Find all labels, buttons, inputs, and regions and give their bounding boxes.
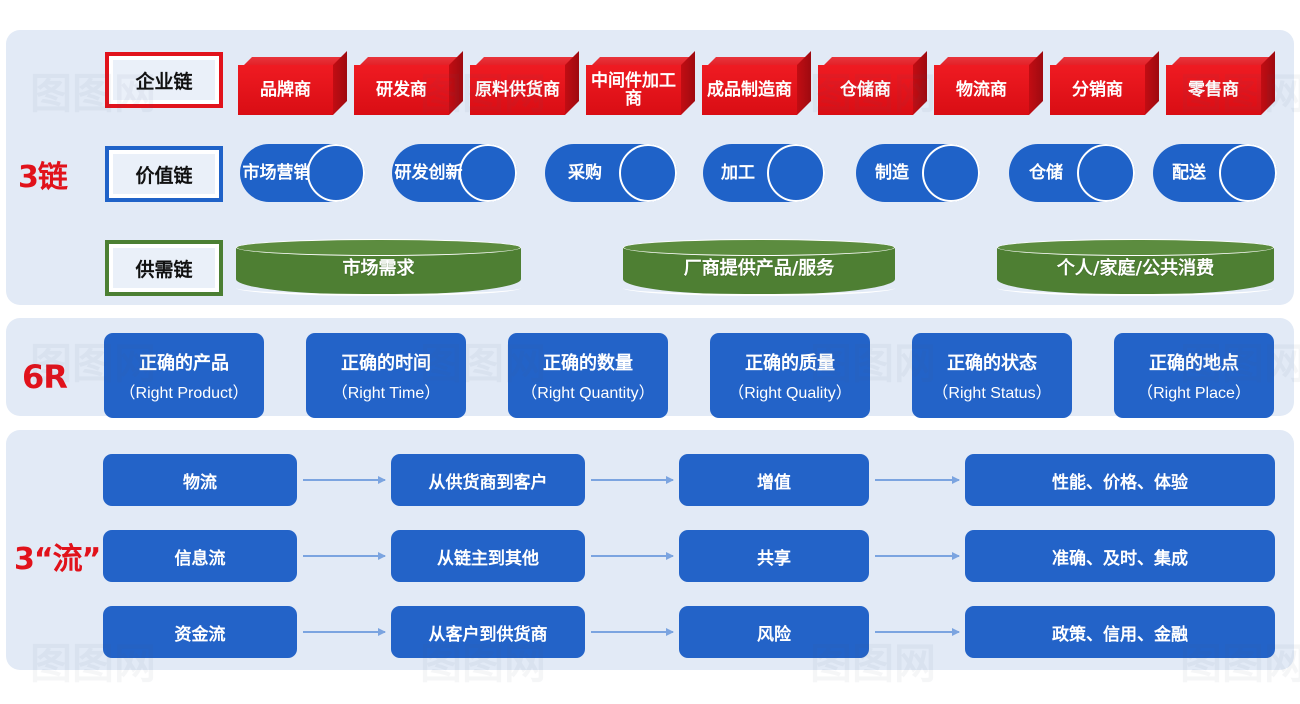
flow-row-2-name[interactable]: 信息流 bbox=[103, 530, 297, 582]
six-r-card-quantity[interactable]: 正确的数量 （Right Quantity） bbox=[508, 333, 668, 418]
chain-label-supply: 供需链 bbox=[105, 240, 223, 296]
cylinder-cap bbox=[1077, 144, 1135, 202]
value-node-label: 加工 bbox=[721, 162, 755, 183]
disk-base bbox=[236, 280, 521, 296]
flow-arrow-2-1 bbox=[303, 551, 386, 560]
supply-node-market-demand[interactable]: 市场需求 bbox=[236, 239, 521, 296]
six-r-card-quality[interactable]: 正确的质量 （Right Quality） bbox=[710, 333, 870, 418]
flow-arrow-1-2 bbox=[591, 475, 674, 484]
six-r-card-cn: 正确的状态 bbox=[947, 352, 1037, 374]
box-front-face: 成品制造商 bbox=[702, 65, 797, 115]
value-node-label: 研发创新 bbox=[394, 162, 463, 183]
box-front-face: 物流商 bbox=[934, 65, 1029, 115]
flow-row-1-outcome[interactable]: 性能、价格、体验 bbox=[965, 454, 1275, 506]
disk-base bbox=[623, 280, 895, 296]
flow-row-2-value[interactable]: 共享 bbox=[679, 530, 869, 582]
section-label-three-chains: 3链 bbox=[18, 160, 68, 195]
value-node-label: 制造 bbox=[875, 162, 909, 183]
value-node-storage[interactable]: 仓储 bbox=[1009, 144, 1135, 202]
supply-node-label: 个人/家庭/公共消费 bbox=[1056, 258, 1215, 279]
enterprise-node-logistics[interactable]: 物流商 bbox=[934, 51, 1043, 115]
flow-row-1-path[interactable]: 从供货商到客户 bbox=[391, 454, 585, 506]
enterprise-node-retailer[interactable]: 零售商 bbox=[1166, 51, 1275, 115]
section-label-six-r: 6R bbox=[22, 358, 68, 396]
six-r-card-cn: 正确的质量 bbox=[745, 352, 835, 374]
supply-node-label: 市场需求 bbox=[342, 258, 415, 279]
box-front-face: 零售商 bbox=[1166, 65, 1261, 115]
value-node-manufacturing[interactable]: 制造 bbox=[856, 144, 980, 202]
box-front-face: 研发商 bbox=[354, 65, 449, 115]
box-front-face: 分销商 bbox=[1050, 65, 1145, 115]
flow-row-3-outcome[interactable]: 政策、信用、金融 bbox=[965, 606, 1275, 658]
value-node-procurement[interactable]: 采购 bbox=[545, 144, 677, 202]
value-node-rd-innovation[interactable]: 研发创新 bbox=[392, 144, 517, 202]
flow-row-3-path[interactable]: 从客户到供货商 bbox=[391, 606, 585, 658]
six-r-card-cn: 正确的数量 bbox=[543, 352, 633, 374]
chain-label-value: 价值链 bbox=[105, 146, 223, 202]
cylinder-cap bbox=[307, 144, 365, 202]
flow-row-2-outcome[interactable]: 准确、及时、集成 bbox=[965, 530, 1275, 582]
flow-arrow-1-3 bbox=[875, 475, 960, 484]
six-r-card-cn: 正确的产品 bbox=[139, 352, 229, 374]
enterprise-node-warehousing[interactable]: 仓储商 bbox=[818, 51, 927, 115]
six-r-card-en: （Right Quality） bbox=[728, 384, 852, 402]
chain-label-enterprise: 企业链 bbox=[105, 52, 223, 108]
value-node-delivery[interactable]: 配送 bbox=[1153, 144, 1277, 202]
supply-node-consumption[interactable]: 个人/家庭/公共消费 bbox=[997, 239, 1274, 296]
six-r-card-status[interactable]: 正确的状态 （Right Status） bbox=[912, 333, 1072, 418]
flow-arrow-2-3 bbox=[875, 551, 960, 560]
disk-lid bbox=[236, 239, 521, 256]
value-node-marketing[interactable]: 市场营销 bbox=[240, 144, 365, 202]
value-node-label: 仓储 bbox=[1029, 162, 1063, 183]
flow-arrow-3-2 bbox=[591, 627, 674, 636]
box-front-face: 品牌商 bbox=[238, 65, 333, 115]
cylinder-cap bbox=[1219, 144, 1277, 202]
six-r-card-en: （Right Quantity） bbox=[521, 384, 655, 402]
flow-row-1-value[interactable]: 增值 bbox=[679, 454, 869, 506]
enterprise-node-intermediate-processor[interactable]: 中间件加工商 bbox=[586, 51, 695, 115]
six-r-card-en: （Right Time） bbox=[331, 384, 441, 402]
disk-base bbox=[997, 280, 1274, 296]
flow-row-3-name[interactable]: 资金流 bbox=[103, 606, 297, 658]
enterprise-node-rd[interactable]: 研发商 bbox=[354, 51, 463, 115]
six-r-card-en: （Right Product） bbox=[119, 384, 249, 402]
six-r-card-en: （Right Status） bbox=[932, 384, 1052, 402]
six-r-card-time[interactable]: 正确的时间 （Right Time） bbox=[306, 333, 466, 418]
section-label-three-flows: 3“流” bbox=[14, 542, 101, 577]
value-node-label: 采购 bbox=[568, 162, 602, 183]
flow-arrow-1-1 bbox=[303, 475, 386, 484]
enterprise-node-finished-manufacturer[interactable]: 成品制造商 bbox=[702, 51, 811, 115]
disk-lid bbox=[623, 239, 895, 256]
supply-node-label: 厂商提供产品/服务 bbox=[683, 258, 835, 279]
six-r-card-cn: 正确的地点 bbox=[1149, 352, 1239, 374]
flow-arrow-3-1 bbox=[303, 627, 386, 636]
six-r-card-place[interactable]: 正确的地点 （Right Place） bbox=[1114, 333, 1274, 418]
six-r-card-cn: 正确的时间 bbox=[341, 352, 431, 374]
flow-row-2-path[interactable]: 从链主到其他 bbox=[391, 530, 585, 582]
cylinder-cap bbox=[767, 144, 825, 202]
six-r-card-en: （Right Place） bbox=[1137, 384, 1251, 402]
chain-label-value-text: 价值链 bbox=[113, 154, 215, 194]
flow-arrow-3-3 bbox=[875, 627, 960, 636]
cylinder-cap bbox=[922, 144, 980, 202]
flow-arrow-2-2 bbox=[591, 551, 674, 560]
flow-row-1-name[interactable]: 物流 bbox=[103, 454, 297, 506]
six-r-card-product[interactable]: 正确的产品 （Right Product） bbox=[104, 333, 264, 418]
enterprise-node-material-supplier[interactable]: 原料供货商 bbox=[470, 51, 579, 115]
box-front-face: 中间件加工商 bbox=[586, 65, 681, 115]
disk-lid bbox=[997, 239, 1274, 256]
value-node-label: 配送 bbox=[1172, 162, 1206, 183]
box-front-face: 原料供货商 bbox=[470, 65, 565, 115]
value-node-label: 市场营销 bbox=[242, 162, 311, 183]
enterprise-node-distributor[interactable]: 分销商 bbox=[1050, 51, 1159, 115]
chain-label-supply-text: 供需链 bbox=[113, 248, 215, 288]
cylinder-cap bbox=[619, 144, 677, 202]
box-front-face: 仓储商 bbox=[818, 65, 913, 115]
value-node-processing[interactable]: 加工 bbox=[703, 144, 825, 202]
supply-node-vendor-offering[interactable]: 厂商提供产品/服务 bbox=[623, 239, 895, 296]
enterprise-node-brand[interactable]: 品牌商 bbox=[238, 51, 347, 115]
flow-row-3-value[interactable]: 风险 bbox=[679, 606, 869, 658]
chain-label-enterprise-text: 企业链 bbox=[113, 60, 215, 100]
cylinder-cap bbox=[459, 144, 517, 202]
